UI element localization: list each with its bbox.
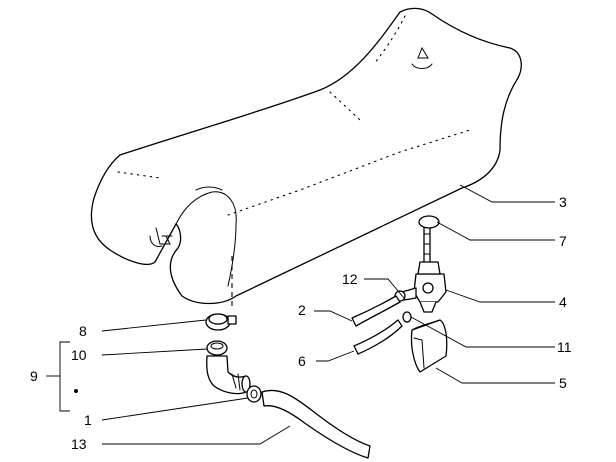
fuel-tap-assembly [401, 215, 447, 313]
hose-clip [402, 311, 412, 323]
small-part-dot [74, 389, 78, 393]
callout-11: 11 [557, 339, 572, 355]
fuel-hose-upper [351, 295, 401, 327]
hose-clip-small [246, 385, 262, 403]
drain-hose [261, 389, 371, 459]
leader-lines [46, 184, 555, 445]
callout-1: 1 [84, 412, 92, 428]
callout-13: 13 [71, 436, 87, 452]
callout-4: 4 [559, 294, 567, 310]
callout-10: 10 [71, 347, 87, 363]
fuel-filter [410, 319, 448, 373]
hose-clamp [205, 313, 237, 331]
rubber-ring [206, 340, 228, 356]
callout-5: 5 [559, 375, 567, 391]
fuel-tank [90, 7, 522, 306]
callout-7: 7 [559, 233, 567, 249]
elbow-fitting [206, 355, 251, 395]
callout-9: 9 [30, 368, 38, 384]
callout-2: 2 [298, 302, 306, 318]
callout-8: 8 [79, 323, 87, 339]
callout-12: 12 [342, 271, 358, 287]
fuel-hose-lower [353, 319, 403, 355]
callout-6: 6 [298, 353, 306, 369]
callout-3: 3 [559, 194, 567, 210]
